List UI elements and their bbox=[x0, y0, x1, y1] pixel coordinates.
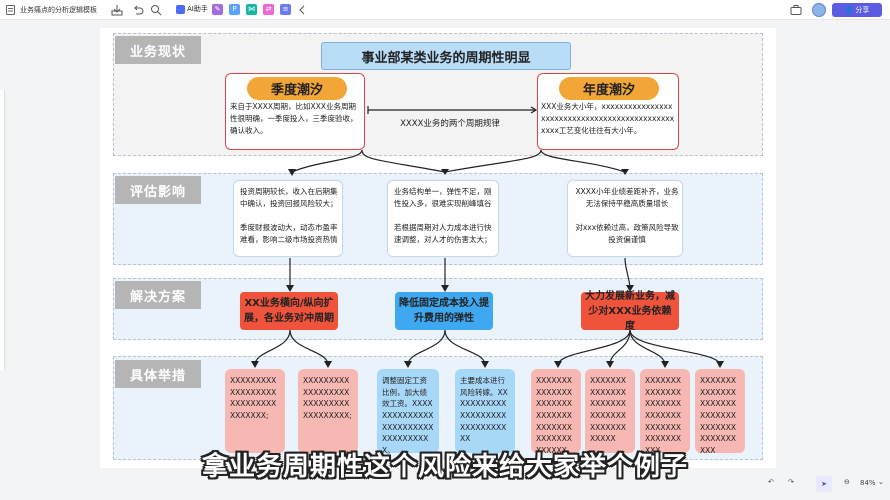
share-label: 分享 bbox=[855, 6, 870, 14]
ppt-icon[interactable]: P bbox=[229, 4, 240, 15]
pointer-icon[interactable]: ➤ bbox=[816, 476, 832, 492]
briefcase-icon[interactable] bbox=[790, 4, 802, 16]
diagram-title-box[interactable]: 事业部某类业务的周期性明显 bbox=[321, 42, 571, 70]
example-leaf-3[interactable]: 调整固定工资比例，加大绩效工资。XXXXXXXXXXXXXXXXXXXXXXXX… bbox=[377, 369, 439, 455]
evaluation-text: 业务结构单一，弹性不足，刚性投入多，很难实现削峰填谷 bbox=[394, 187, 492, 208]
example-leaf-7[interactable]: XXXXXXXXXXXXXXXXXXXXXXXXXXXXXXXXXXXXXXXX… bbox=[640, 369, 690, 455]
evaluation-text: XXXX小年业绩差距补齐，业务无法保持平稳高质量增长 bbox=[575, 187, 679, 208]
example-leaf-2[interactable]: XXXXXXXXXXXXXXXXXXXXXXXXXXXXXXXXXXXX; bbox=[298, 369, 358, 453]
avatar[interactable] bbox=[812, 3, 826, 17]
example-leaf-4[interactable]: 主要成本进行风险转嫁。XXXXXXXXXXXXXXXXXXXXXXXXXXXXX… bbox=[455, 369, 515, 453]
add-user-icon: 👤 bbox=[844, 6, 854, 14]
ai-assistant-button[interactable]: AI助手 bbox=[176, 4, 208, 14]
bottom-toolbar: ↶ ↷ ➤ ⊖ 84% ⌄ bbox=[760, 474, 890, 496]
example-leaf-6[interactable]: XXXXXXXXXXXXXXXXXXXXXXXXXXXXXXXXXXXXXXXX bbox=[585, 369, 635, 453]
document-icon bbox=[6, 5, 15, 15]
section-label-solution: 解决方案 bbox=[115, 281, 201, 309]
undo-icon[interactable] bbox=[132, 4, 144, 16]
chevron-down-icon[interactable]: ⌄ bbox=[878, 478, 884, 486]
chat-icon[interactable]: ≡ bbox=[280, 4, 291, 15]
video-subtitle: 拿业务周期性这个风险来给大家举个例子 bbox=[201, 452, 688, 482]
ai-icon bbox=[176, 4, 185, 14]
mindmap-icon[interactable]: ⋈ bbox=[246, 4, 257, 15]
example-leaf-8[interactable]: XXXXXXXXXXXXXXXXXXXXXXXXXXXXXXXXXXXXXXXX… bbox=[695, 369, 745, 455]
evaluation-box-2[interactable]: 业务结构单一，弹性不足，刚性投入多，很难实现削峰填谷 若根据周期对人力成本进行快… bbox=[387, 180, 499, 257]
evaluation-text: 季度财报波动大，动态市盈率难看，影响二级市场投资热情 bbox=[240, 223, 338, 244]
evaluation-text: 若根据周期对人力成本进行快速调整，对人才的伤害太大； bbox=[394, 223, 492, 244]
search-icon[interactable] bbox=[150, 4, 162, 16]
ai-assistant-label: AI助手 bbox=[187, 5, 208, 13]
section-label-examples: 具体举措 bbox=[115, 360, 201, 388]
section-label-status: 业务现状 bbox=[115, 36, 201, 64]
top-toolbar: 业务痛点的分析逻辑模板 AI助手 ✎ P ⋈ ⇄ ≡ 👤 分享 bbox=[0, 0, 890, 20]
share-button[interactable]: 👤 分享 bbox=[832, 3, 882, 17]
document-title[interactable]: 业务痛点的分析逻辑模板 bbox=[20, 6, 97, 14]
annual-tide-pill: 年度潮汐 bbox=[559, 77, 659, 100]
solution-new-business[interactable]: 大力发展新业务，减少对XXX业务依赖度 bbox=[581, 291, 679, 332]
example-leaf-5[interactable]: XXXXXXXXXXXXXXXXXXXXXXXXXXXXXXXXXXXXXXXX… bbox=[531, 369, 581, 455]
example-leaf-1[interactable]: XXXXXXXXXXXXXXXXXXXXXXXXXXXXXXXXXX; bbox=[225, 369, 285, 453]
evaluation-box-1[interactable]: 投资周期较长，收入在后期集中确认，投资回报风险较大； 季度财报波动大，动态市盈率… bbox=[233, 180, 343, 257]
chevron-left-icon[interactable] bbox=[296, 4, 308, 16]
flowchart-icon[interactable]: ⇄ bbox=[263, 4, 274, 15]
evaluation-text: 对xxx依赖过高，政策风险导致投资偏谨慎 bbox=[575, 223, 679, 244]
zoom-level[interactable]: 84% bbox=[860, 479, 876, 487]
quarterly-tide-text: 来自于XXXX周期，比如XXX业务周期性很明确，一季度投入，三季度验收，确认收入… bbox=[230, 102, 358, 135]
evaluation-box-3[interactable]: XXXX小年业绩差距补齐，业务无法保持平稳高质量增长 对xxx依赖过高，政策风险… bbox=[567, 180, 683, 257]
redo-arrow-icon[interactable]: ↷ bbox=[788, 478, 794, 486]
quarterly-tide-pill: 季度潮汐 bbox=[247, 77, 347, 100]
undo-arrow-icon[interactable]: ↶ bbox=[768, 478, 774, 486]
cycle-rule-label: XXXX业务的两个周期规律 bbox=[400, 119, 500, 129]
left-rail bbox=[0, 90, 5, 370]
magic-tool-icon[interactable]: ✎ bbox=[212, 4, 223, 15]
section-label-evaluation: 评估影响 bbox=[115, 176, 201, 204]
solution-reduce-fixed-cost[interactable]: 降低固定成本投入提升费用的弹性 bbox=[395, 292, 493, 330]
evaluation-text: 投资周期较长，收入在后期集中确认，投资回报风险较大； bbox=[240, 187, 338, 208]
annual-tide-text: XXX业务大小年，xxxxxxxxxxxxxxxxxxxxxxxxxxxxxxx… bbox=[541, 102, 675, 135]
zoom-out-icon[interactable]: ⊖ bbox=[844, 478, 850, 486]
solution-expand-business[interactable]: XX业务横向/纵向扩展，各业务对冲周期 bbox=[240, 292, 338, 330]
download-icon[interactable] bbox=[111, 4, 123, 16]
